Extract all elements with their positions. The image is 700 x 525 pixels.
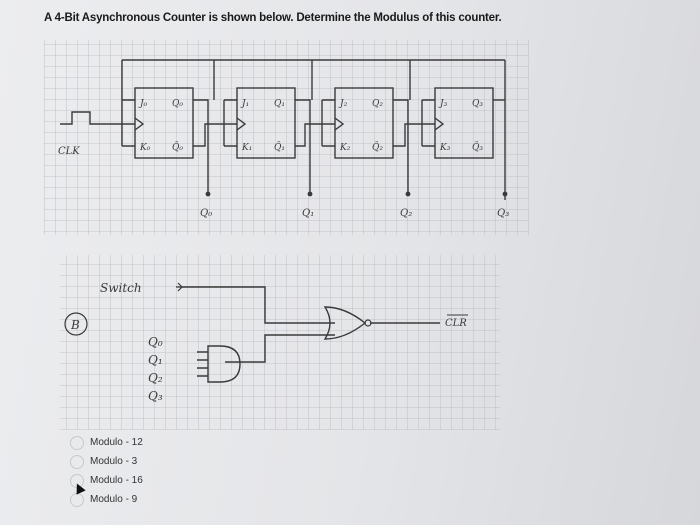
and-gate	[207, 345, 241, 383]
option-modulo-12[interactable]: Modulo - 12	[70, 433, 250, 452]
ff2-qbar-label: Q̄₂	[372, 141, 383, 153]
option-label: Modulo - 9	[90, 494, 138, 505]
flipflop-3	[434, 87, 494, 159]
answer-options: Modulo - 12 Modulo - 3 Modulo - 16 Modul…	[70, 433, 250, 509]
and-input-q2: Q₂	[148, 371, 163, 385]
output-q2-label: Q₂	[400, 208, 412, 219]
or-gate-bubble	[364, 319, 372, 327]
option-label: Modulo - 3	[90, 456, 138, 467]
clk-label: CLK	[58, 146, 80, 157]
option-modulo-9[interactable]: Modulo - 9	[70, 490, 250, 509]
and-input-q3: Q₃	[148, 389, 163, 403]
clk-pulse-wire	[60, 111, 135, 125]
radio-button[interactable]	[70, 473, 84, 488]
ff0-j-label: J₀	[138, 99, 148, 109]
option-label: Modulo - 16	[90, 475, 143, 486]
ff3-k-label: K₃	[439, 143, 451, 153]
radio-button[interactable]	[70, 492, 84, 507]
and-input-q0: Q₀	[148, 335, 163, 349]
graph-paper-top	[44, 40, 529, 235]
ff3-j-label: J₃	[438, 99, 448, 109]
clr-label: CLR	[445, 318, 467, 329]
ff0-qbar-label: Q̄₀	[172, 141, 183, 153]
flipflop-0	[134, 87, 194, 159]
question-text: A 4-Bit Asynchronous Counter is shown be…	[44, 12, 502, 24]
ff3-q-label: Q₃	[472, 99, 483, 109]
part-b-circle	[64, 312, 88, 336]
flipflop-1	[236, 87, 296, 159]
switch-symbol	[176, 282, 183, 292]
ff2-j-label: J₂	[338, 99, 348, 109]
option-modulo-16[interactable]: Modulo - 16	[70, 471, 250, 490]
output-q3-label: Q₃	[497, 208, 509, 219]
and-input-q1: Q₁	[148, 353, 163, 367]
ff1-j-label: J₁	[240, 99, 249, 109]
or-gate	[323, 306, 367, 340]
part-b-label: B	[70, 318, 80, 332]
ff2-k-label: K₂	[339, 143, 351, 153]
switch-label: Switch	[100, 281, 142, 295]
ff1-k-label: K₁	[241, 143, 252, 153]
graph-paper-bottom	[60, 255, 500, 430]
ff2-q-label: Q₂	[372, 99, 383, 109]
option-label: Modulo - 12	[90, 437, 143, 448]
ff0-q-label: Q₀	[172, 99, 183, 109]
output-q0-label: Q₀	[200, 208, 212, 219]
flipflop-2	[334, 87, 394, 159]
option-modulo-3[interactable]: Modulo - 3	[70, 452, 250, 471]
radio-button[interactable]	[70, 454, 84, 469]
output-q1-label: Q₁	[302, 208, 314, 219]
ff1-q-label: Q₁	[274, 99, 285, 109]
ff1-qbar-label: Q̄₁	[274, 141, 285, 153]
ff0-k-label: K₀	[139, 143, 151, 153]
ff3-qbar-label: Q̄₃	[472, 141, 483, 153]
radio-button[interactable]	[70, 435, 84, 450]
